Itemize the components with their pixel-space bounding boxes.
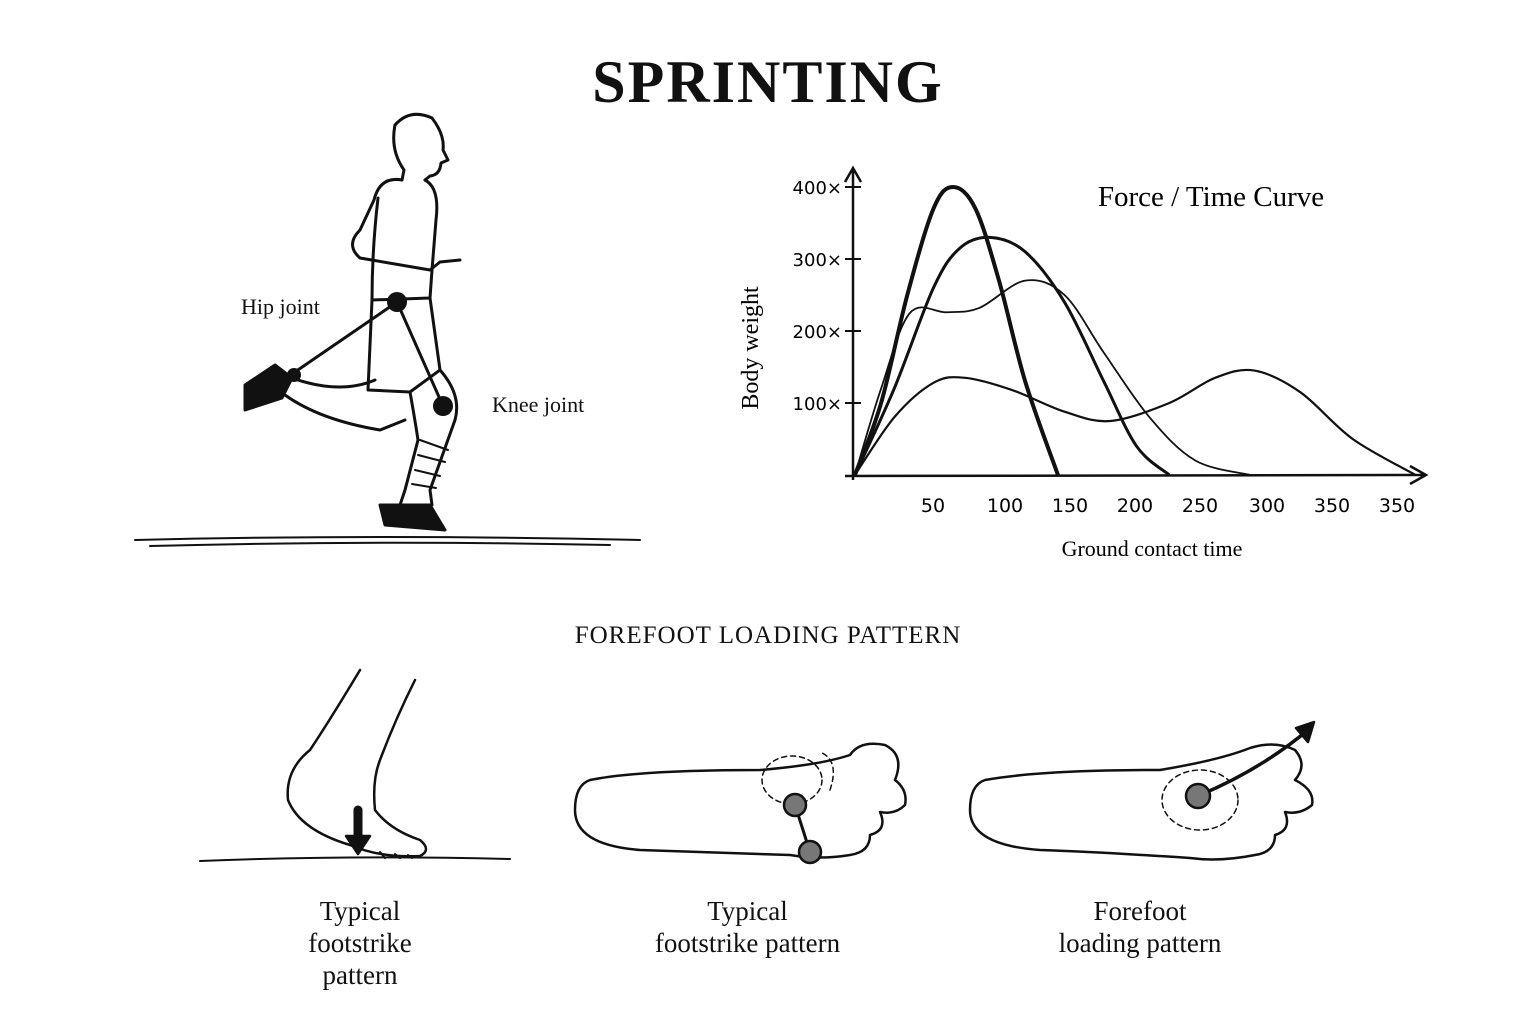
- pressure-point-icon: [797, 839, 823, 865]
- x-tick-label: 250: [1182, 495, 1218, 517]
- hip-joint-label: Hip joint: [241, 294, 320, 319]
- y-tick-label: 200×: [793, 322, 842, 343]
- y-tick-label: 300×: [793, 250, 842, 271]
- series-line-curve-4: [853, 368, 1417, 476]
- ground-line: [134, 536, 641, 547]
- series-line-curve-1: [853, 184, 1060, 476]
- foot-illustrations: [199, 668, 1316, 865]
- caption-forefoot-loading: Forefoot loading pattern: [1000, 895, 1280, 959]
- series-line-curve-2: [853, 235, 1171, 477]
- x-tick-label: 150: [1052, 495, 1088, 517]
- caption-line: footstrike: [308, 928, 412, 958]
- caption-line: footstrike pattern: [654, 928, 841, 958]
- runner-illustration: [134, 112, 641, 547]
- force-time-chart: 100× 200× 300× 400× 50 100 150 200 250 300 350 350…: [738, 165, 1429, 561]
- y-axis: [843, 165, 863, 480]
- y-tick-label: 100×: [793, 394, 842, 415]
- section-title: FOREFOOT LOADING PATTERN: [574, 622, 962, 649]
- pressure-point-icon: [1184, 782, 1212, 810]
- caption-line: loading pattern: [1058, 928, 1222, 958]
- x-axis-label: Ground contact time: [1062, 536, 1243, 561]
- caption-sole-footstrike: Typical footstrike pattern: [610, 895, 885, 959]
- knee-joint-label: Knee joint: [492, 392, 585, 417]
- chart-title: Force / Time Curve: [1098, 181, 1324, 213]
- y-axis-label: Body weight: [738, 286, 764, 410]
- pressure-point-icon: [782, 792, 808, 818]
- y-tick-label: 400×: [793, 178, 842, 199]
- x-tick-label: 100: [987, 495, 1023, 517]
- x-tick-label: 200: [1117, 495, 1153, 517]
- caption-line: Typical: [319, 896, 401, 926]
- sole-forefoot-loading: [968, 720, 1316, 861]
- x-tick-label: 350: [1314, 495, 1350, 517]
- page-title: SPRINTING: [592, 49, 944, 115]
- x-tick-label: 300: [1249, 495, 1285, 517]
- ankle-joint-marker: [287, 368, 301, 382]
- caption-line: Forefoot: [1093, 896, 1187, 926]
- x-tick-label: 350: [1379, 495, 1415, 517]
- x-axis: [844, 464, 1429, 486]
- series-line-curve-3: [854, 279, 1251, 476]
- caption-line: pattern: [322, 960, 398, 990]
- caption-side-footstrike: Typical footstrike pattern: [250, 895, 470, 991]
- sole-footstrike: [573, 742, 907, 865]
- knee-joint-marker: [433, 396, 453, 416]
- caption-line: Typical: [707, 896, 788, 926]
- x-tick-label: 50: [921, 495, 945, 517]
- side-view-foot: [199, 668, 511, 862]
- hip-joint-marker: [387, 292, 407, 312]
